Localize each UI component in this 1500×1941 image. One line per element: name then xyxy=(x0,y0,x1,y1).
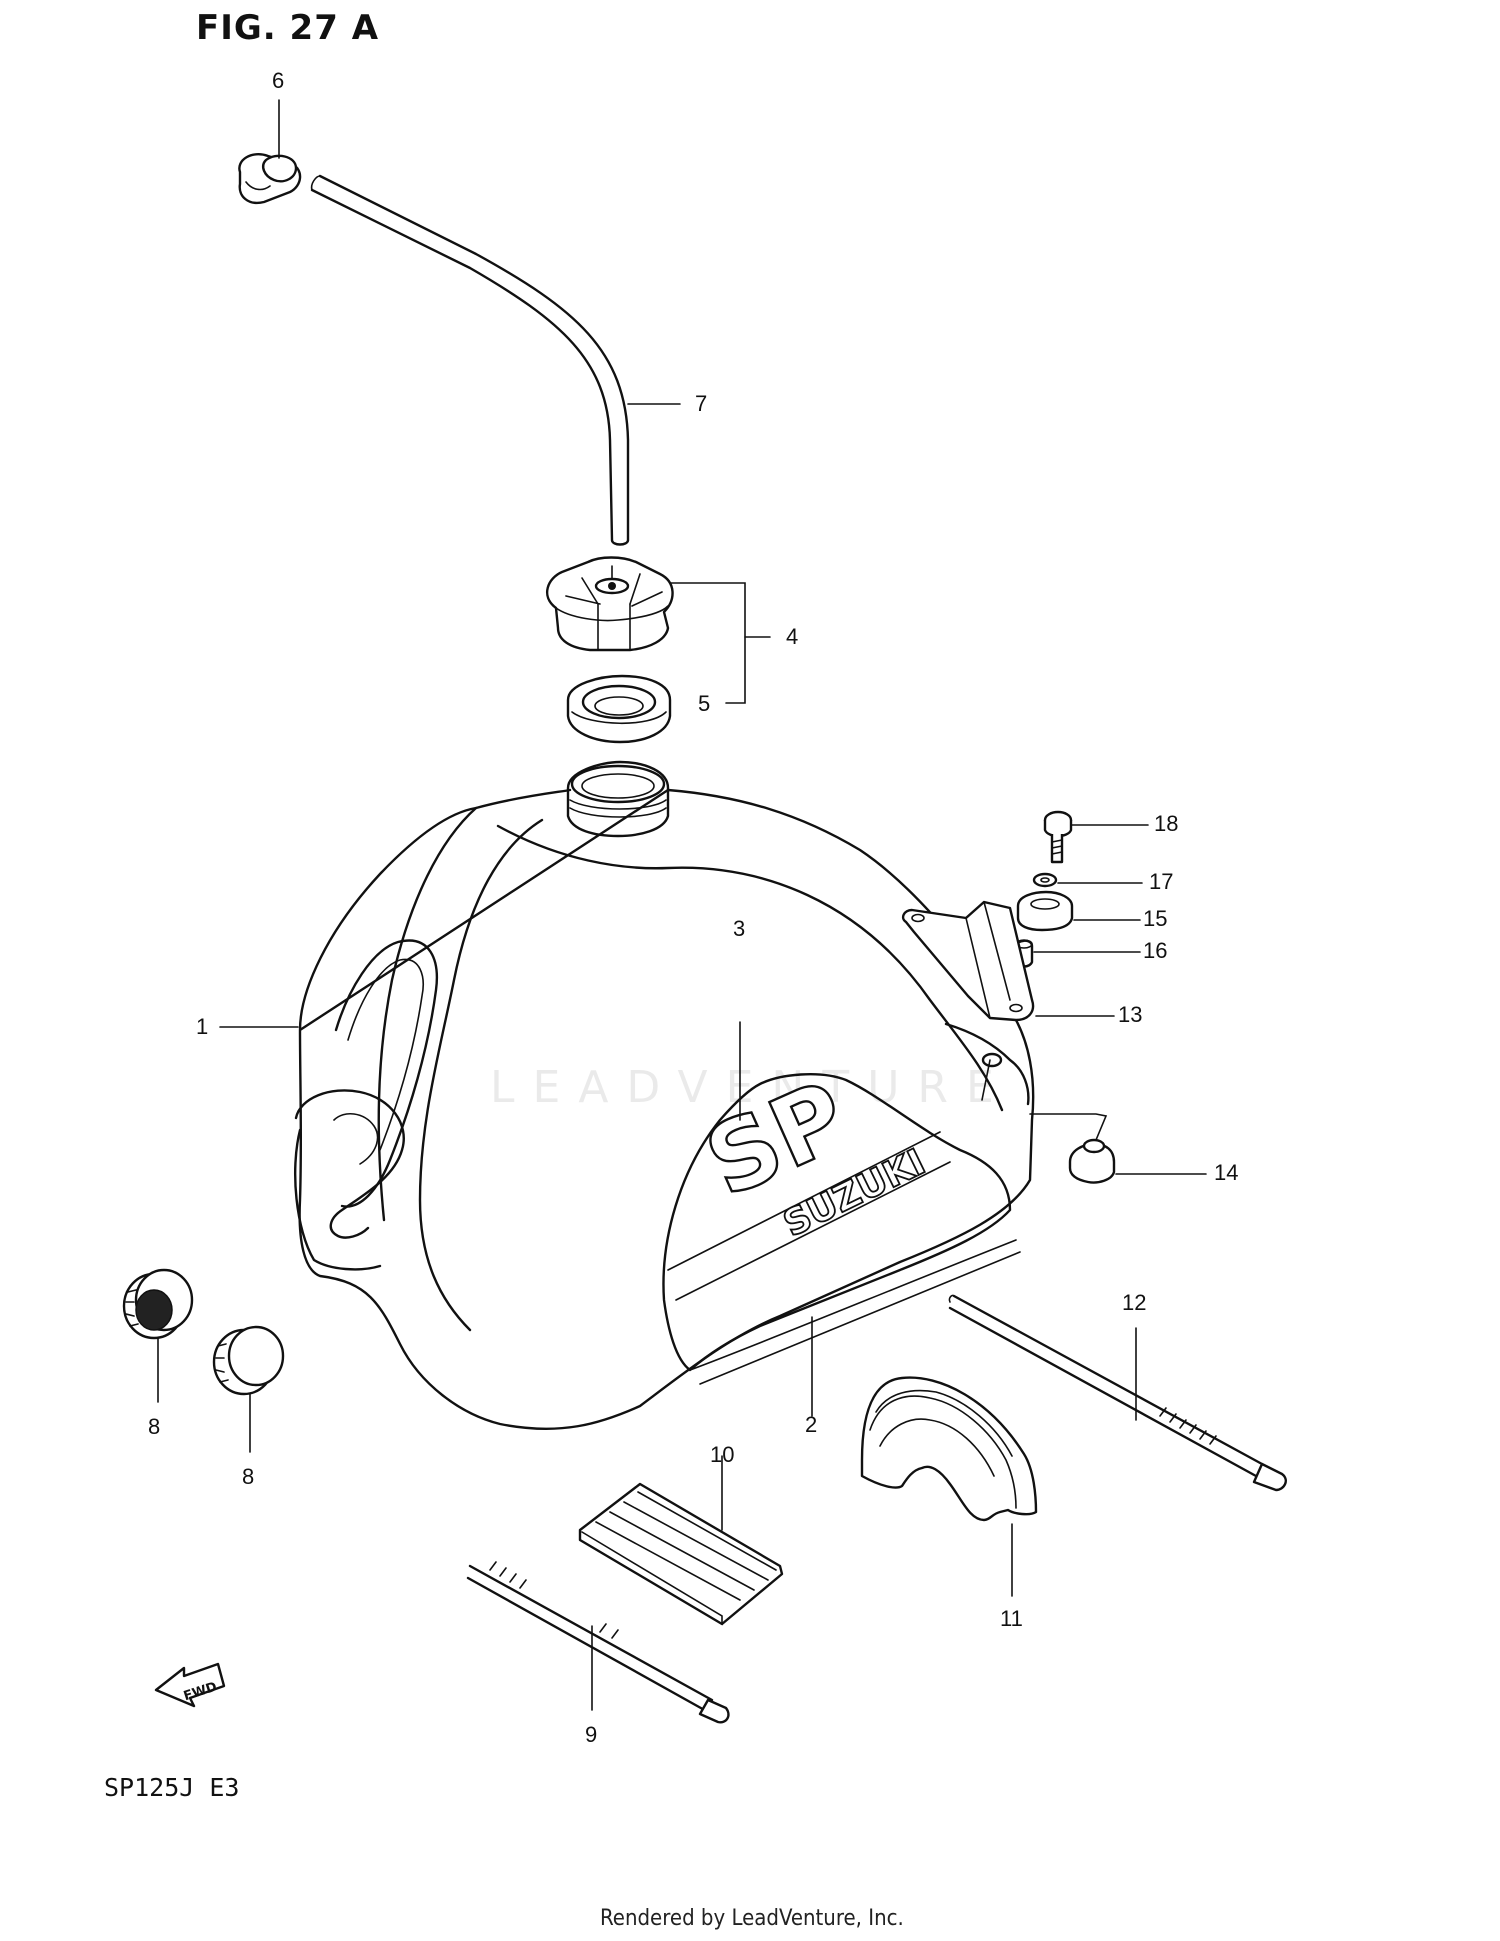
tank-bracket xyxy=(901,900,1035,1022)
leader-lines xyxy=(157,99,1207,1711)
callout-7: 7 xyxy=(695,391,708,416)
render-credit: Rendered by LeadVenture, Inc. xyxy=(600,1906,904,1931)
rubber-cushion xyxy=(860,1376,1038,1522)
rubber-pad xyxy=(578,1482,784,1626)
callout-8-right: 8 xyxy=(242,1464,255,1489)
cushion xyxy=(1016,890,1074,932)
callout-16: 16 xyxy=(1143,938,1168,963)
callout-1: 1 xyxy=(196,1014,209,1039)
callout-18: 18 xyxy=(1154,811,1179,836)
figure-title: FIG. 27 A xyxy=(196,8,380,48)
callout-12: 12 xyxy=(1122,1290,1147,1315)
callout-2: 2 xyxy=(805,1412,818,1437)
model-code: SP125J E3 xyxy=(104,1773,240,1802)
callout-9: 9 xyxy=(585,1722,598,1747)
callout-13: 13 xyxy=(1118,1002,1143,1027)
callout-14: 14 xyxy=(1214,1160,1239,1185)
callout-8-left: 8 xyxy=(148,1414,161,1439)
cap-gasket xyxy=(566,674,672,744)
tank-cap-left xyxy=(122,1268,194,1340)
tank-cap-right xyxy=(212,1325,285,1396)
callout-6: 6 xyxy=(272,68,285,93)
fwd-arrow-icon: FWD xyxy=(154,1662,226,1708)
fuel-tank xyxy=(293,760,1035,1430)
mounting-bolt xyxy=(1043,810,1073,864)
callout-15: 15 xyxy=(1143,906,1168,931)
rubber-grommet xyxy=(1068,1138,1116,1184)
washer xyxy=(1032,872,1058,888)
fuel-cap xyxy=(545,556,674,652)
breather-hose xyxy=(310,174,630,546)
callout-11: 11 xyxy=(1000,1606,1023,1631)
hose-clamp xyxy=(238,153,302,205)
watermark-text: LEADVENTURE xyxy=(490,1062,1012,1113)
callout-5: 5 xyxy=(698,691,711,716)
cable-tie-long xyxy=(948,1294,1287,1492)
callout-10: 10 xyxy=(710,1442,735,1467)
callout-bracket-4-5 xyxy=(669,582,771,704)
cable-tie-short xyxy=(466,1561,730,1724)
callout-4: 4 xyxy=(786,624,799,649)
callout-3: 3 xyxy=(733,916,746,941)
callout-17: 17 xyxy=(1149,869,1174,894)
